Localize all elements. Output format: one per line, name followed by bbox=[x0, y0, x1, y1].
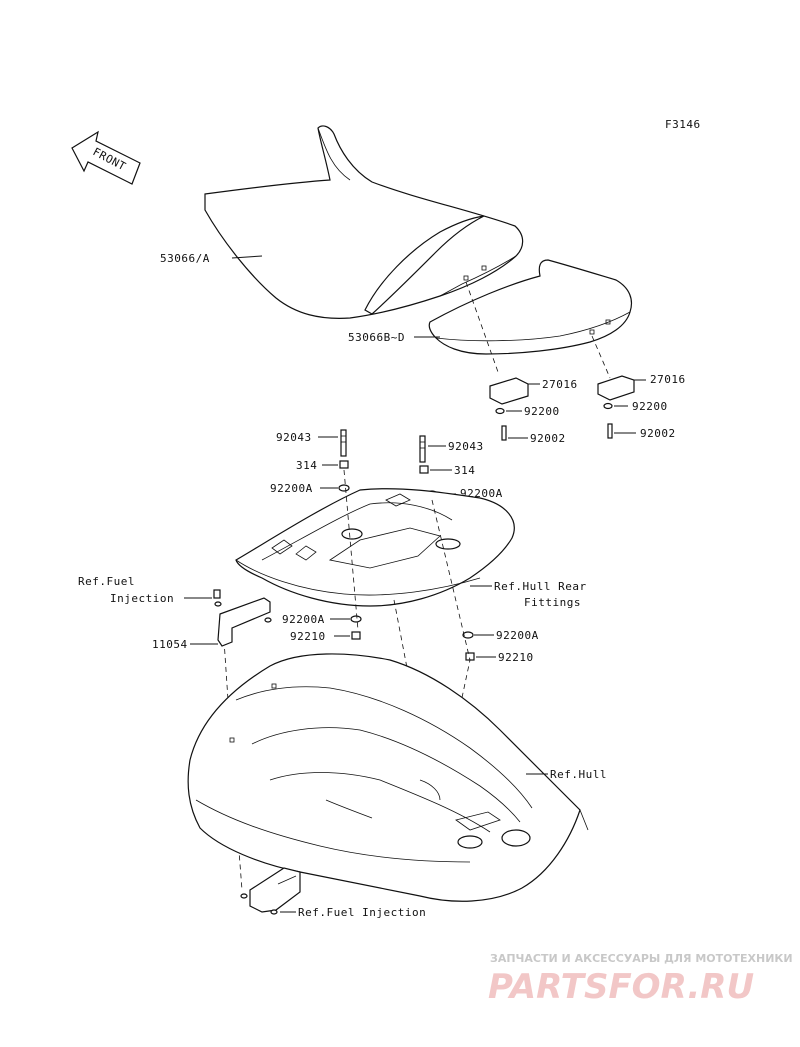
svg-text:92043: 92043 bbox=[276, 431, 312, 444]
fuel-injection-bracket-lower: Ref.Fuel Injection bbox=[240, 867, 426, 919]
washer-92200a-upper-left: 92200A bbox=[270, 482, 350, 495]
washer-92200-left: 92200 bbox=[495, 405, 560, 418]
stud-92043-left: 92043 bbox=[276, 429, 347, 457]
label-ref-fuel-injection-1a: Ref.Fuel bbox=[78, 575, 135, 588]
svg-text:27016: 27016 bbox=[542, 378, 578, 391]
svg-text:92043: 92043 bbox=[448, 440, 484, 453]
bracket-11054: Ref.Fuel Injection 11054 bbox=[78, 575, 272, 651]
svg-text:92200: 92200 bbox=[632, 400, 668, 413]
svg-text:92002: 92002 bbox=[640, 427, 676, 440]
svg-text:92200A: 92200A bbox=[282, 613, 325, 626]
front-arrow-icon: FRONT bbox=[71, 130, 141, 185]
nut-314-right: 314 bbox=[419, 464, 475, 477]
watermark-caption: ЗАПЧАСТИ И АКСЕССУАРЫ ДЛЯ МОТОТЕХНИКИ bbox=[490, 952, 793, 965]
label-53066-a: 53066/A bbox=[160, 252, 210, 265]
watermark-brand: PARTSFOR.RU bbox=[488, 967, 754, 1007]
svg-text:92210: 92210 bbox=[498, 651, 534, 664]
svg-text:314: 314 bbox=[454, 464, 475, 477]
bolt-92002-right: 92002 bbox=[607, 423, 676, 440]
washer-92200-right: 92200 bbox=[603, 400, 668, 413]
bracket-27016-left: 27016 bbox=[489, 377, 578, 405]
label-ref-fuel-injection-2: Ref.Fuel Injection bbox=[298, 906, 426, 919]
svg-text:92210: 92210 bbox=[290, 630, 326, 643]
svg-text:92200A: 92200A bbox=[270, 482, 313, 495]
label-ref-hull-rear-2: Fittings bbox=[524, 596, 581, 609]
label-ref-hull: Ref.Hull bbox=[550, 768, 607, 781]
diagram-code: F3146 bbox=[665, 118, 701, 131]
watermark: ЗАПЧАСТИ И АКСЕССУАРЫ ДЛЯ МОТОТЕХНИКИ PA… bbox=[488, 952, 793, 1007]
svg-text:314: 314 bbox=[296, 459, 317, 472]
nut-92210-right: 92210 bbox=[465, 651, 534, 664]
washer-92200a-lower-right: 92200A bbox=[462, 629, 539, 642]
svg-text:27016: 27016 bbox=[650, 373, 686, 386]
label-11054: 11054 bbox=[152, 638, 188, 651]
bolt-92002-left: 92002 bbox=[501, 425, 566, 445]
svg-text:92200: 92200 bbox=[524, 405, 560, 418]
nut-92210-left: 92210 bbox=[290, 630, 361, 643]
hull: Ref.Hull bbox=[187, 653, 607, 902]
hull-rear-fittings: Ref.Hull Rear Fittings bbox=[235, 488, 587, 609]
label-53066b-d: 53066B~D bbox=[348, 331, 405, 344]
washer-92200a-lower-left: 92200A bbox=[282, 613, 362, 626]
bracket-27016-right: 27016 bbox=[597, 373, 686, 401]
svg-text:92200A: 92200A bbox=[496, 629, 539, 642]
svg-text:92002: 92002 bbox=[530, 432, 566, 445]
nut-314-left: 314 bbox=[296, 459, 349, 472]
stud-92043-right: 92043 bbox=[419, 435, 484, 463]
rear-seat: 53066B~D bbox=[348, 259, 633, 355]
front-seat: 53066/A bbox=[160, 125, 524, 319]
label-ref-hull-rear-1: Ref.Hull Rear bbox=[494, 580, 587, 593]
label-ref-fuel-injection-1b: Injection bbox=[110, 592, 174, 605]
